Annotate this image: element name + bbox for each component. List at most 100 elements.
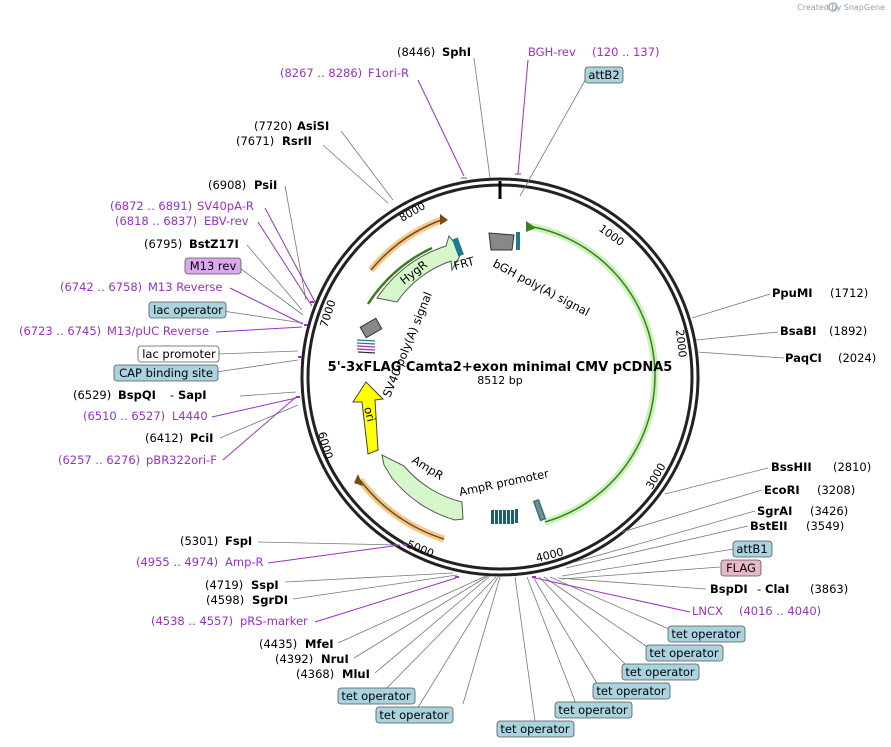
right-sites: PpuMI (1712) BsaBI (1892) PaqCI (2024) B… bbox=[710, 286, 876, 596]
site-pos: (6908) bbox=[208, 178, 246, 192]
site-name: PciI bbox=[190, 431, 213, 445]
tick-2000: 2000 bbox=[673, 329, 689, 358]
site-name: SspI bbox=[251, 578, 279, 592]
primer-name: pBR322ori-F bbox=[146, 453, 217, 467]
tick-8000: 8000 bbox=[397, 199, 428, 224]
primer-name: L4440 bbox=[172, 409, 208, 423]
site-name: RsrII bbox=[282, 134, 312, 148]
primer-range: (4955 .. 4974) bbox=[136, 555, 218, 569]
sv40-label: SV40 poly(A) signal bbox=[380, 290, 435, 399]
ampr-promoter-bars bbox=[491, 509, 518, 524]
site-name: NruI bbox=[321, 652, 349, 666]
site-name: AsiSI bbox=[297, 119, 329, 133]
tick-1000: 1000 bbox=[596, 222, 626, 249]
boxed-labels: attB2 M13 rev lac operator lac promoter … bbox=[113, 66, 773, 738]
site-name: MfeI bbox=[305, 637, 334, 651]
site-pos: (3549) bbox=[806, 519, 844, 533]
features bbox=[296, 214, 659, 578]
tet-operator-label: tet operator bbox=[500, 722, 569, 736]
primer-range: (6257 .. 6276) bbox=[58, 453, 140, 467]
site-name: BspQI bbox=[118, 388, 156, 402]
cap-site-label: CAP binding site bbox=[119, 366, 213, 380]
primer-name: pRS-marker bbox=[240, 614, 308, 628]
site-name: SgrDI bbox=[252, 593, 288, 607]
site-name: BsaBI bbox=[780, 324, 816, 338]
primer-range: (6510 .. 6527) bbox=[83, 409, 165, 423]
snapgene-credit: Created by SnapGene bbox=[797, 2, 885, 12]
site-name: PsiI bbox=[254, 178, 277, 192]
site-name: SgrAI bbox=[757, 504, 792, 518]
leader-lines bbox=[215, 57, 785, 729]
site-name: BstEII bbox=[750, 519, 788, 533]
primer-range: (8267 .. 8286) bbox=[280, 66, 362, 80]
site-pos: (4598) bbox=[206, 593, 244, 607]
svg-text:-: - bbox=[170, 388, 174, 402]
attb2-label: attB2 bbox=[588, 68, 619, 82]
primer-labels: BGH-rev (120 .. 137) (8267 .. 8286) F1or… bbox=[19, 45, 821, 628]
primer-name: SV40pA-R bbox=[197, 199, 254, 213]
site-pos: (7720) bbox=[254, 119, 292, 133]
site-pos: (4368) bbox=[296, 667, 334, 681]
frt-label: FRT bbox=[452, 254, 477, 273]
svg-text:-: - bbox=[757, 582, 761, 596]
site-pos: (1712) bbox=[830, 286, 868, 300]
site-pos: (4435) bbox=[259, 637, 297, 651]
primer-range: (4016 .. 4040) bbox=[739, 604, 821, 618]
plasmid-name: 5'-3xFLAG Camta2+exon minimal CMV pCDNA5 bbox=[328, 360, 673, 375]
site-pos: (3426) bbox=[810, 504, 848, 518]
ori-label: ori bbox=[361, 405, 378, 423]
tet-operator-label: tet operator bbox=[649, 646, 718, 660]
site-pos: (3863) bbox=[810, 582, 848, 596]
site-name: BspDI bbox=[710, 582, 748, 596]
site-name: FspI bbox=[225, 534, 252, 548]
site-pos: (7671) bbox=[236, 134, 274, 148]
ori-arrow bbox=[352, 381, 385, 455]
primer-name: BGH-rev bbox=[528, 45, 576, 59]
bgh-box bbox=[488, 232, 515, 251]
primer-range: (6742 .. 6758) bbox=[60, 280, 142, 294]
primer-name: M13 Reverse bbox=[148, 280, 222, 294]
tet-operator-label: tet operator bbox=[341, 689, 410, 703]
ampr-promoter-label: AmpR promoter bbox=[458, 466, 551, 499]
site-name: BssHII bbox=[771, 460, 812, 474]
primer-range: (6723 .. 6745) bbox=[19, 324, 101, 338]
site-pos: (6412) bbox=[145, 431, 183, 445]
primer-name: EBV-rev bbox=[204, 214, 249, 228]
attb1-label: attB1 bbox=[736, 542, 767, 556]
site-name2: SapI bbox=[178, 388, 207, 402]
primer-range: (6818 .. 6837) bbox=[115, 214, 197, 228]
plasmid-length: 8512 bp bbox=[477, 374, 522, 387]
tet-operator-label: tet operator bbox=[596, 684, 665, 698]
site-name: PpuMI bbox=[772, 286, 813, 300]
backbone bbox=[300, 177, 700, 577]
site-pos: (4392) bbox=[275, 652, 313, 666]
ampr-arrow bbox=[381, 454, 464, 521]
site-name: MluI bbox=[342, 667, 370, 681]
site-name: EcoRI bbox=[764, 483, 800, 497]
left-sites: (8446) SphI (7720) AsiSI (7671) RsrII (6… bbox=[73, 45, 471, 681]
lac-operator-label: lac operator bbox=[153, 303, 223, 317]
site-pos: (6529) bbox=[73, 388, 111, 402]
primer-name: F1ori-R bbox=[368, 66, 409, 80]
primer-name: Amp-R bbox=[225, 555, 264, 569]
site-name: BstZ17I bbox=[189, 237, 239, 251]
tick-7000: 7000 bbox=[317, 298, 338, 329]
primer-leaders bbox=[211, 59, 691, 623]
tet-operator-label: tet operator bbox=[671, 627, 740, 641]
tet-operator-label: tet operator bbox=[558, 703, 627, 717]
site-pos: (2810) bbox=[833, 460, 871, 474]
site-pos: (1892) bbox=[829, 324, 867, 338]
site-pos: (5301) bbox=[180, 534, 218, 548]
tet-operator-label: tet operator bbox=[625, 665, 694, 679]
site-pos: (6795) bbox=[144, 237, 182, 251]
primer-range: (6872 .. 6891) bbox=[110, 199, 192, 213]
m13-rev-label: M13 rev bbox=[190, 259, 237, 273]
primer-range: (120 .. 137) bbox=[592, 45, 660, 59]
flag-label: FLAG bbox=[726, 561, 756, 575]
primer-name: LNCX bbox=[692, 604, 723, 618]
primer-range: (4538 .. 4557) bbox=[151, 614, 233, 628]
tet-operator-label: tet operator bbox=[379, 708, 448, 722]
site-name2: ClaI bbox=[765, 582, 789, 596]
primer-name: M13/pUC Reverse bbox=[107, 324, 209, 338]
